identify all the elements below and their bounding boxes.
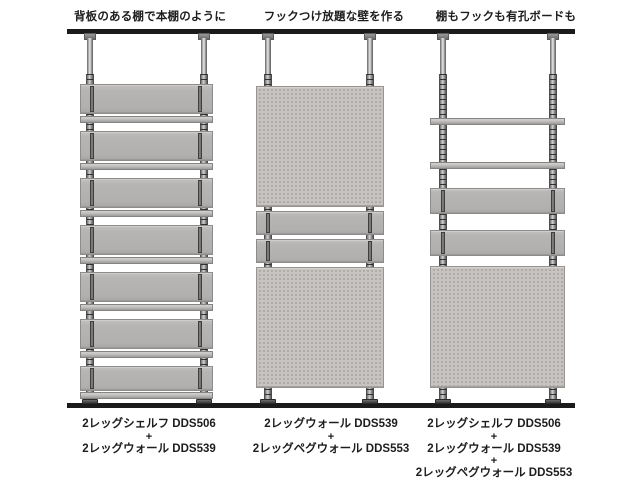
- caption-3-line-1: 2レッグシェルフ DDS506: [427, 418, 561, 430]
- wall-back-panel: [80, 319, 213, 349]
- panel-stub: [198, 180, 202, 206]
- panel-stub: [198, 133, 202, 159]
- panel-stub: [90, 321, 94, 347]
- panel-stub: [441, 190, 445, 212]
- floor-rail: [67, 403, 575, 408]
- ceiling-rail: [67, 29, 575, 34]
- panel-stub: [368, 213, 372, 233]
- wall-back-panel: [256, 239, 384, 263]
- panel-stub: [198, 227, 202, 253]
- perforated-peg-board: [256, 267, 384, 388]
- panel-stub: [90, 86, 94, 112]
- shelf-board: [80, 210, 213, 217]
- panel-stub: [198, 321, 202, 347]
- panel-stub: [368, 241, 372, 261]
- wall-back-panel: [430, 188, 565, 214]
- tension-pole-left-2: [265, 38, 271, 76]
- panel-stub: [90, 274, 94, 300]
- floor-foot-right-2: [362, 399, 378, 404]
- tension-pole-right-2: [367, 38, 373, 76]
- wall-back-panel: [80, 272, 213, 302]
- caption-2-line-1: 2レッグウォール DDS539: [264, 418, 398, 430]
- caption-3-line-2: 2レッグウォール DDS539: [427, 442, 561, 455]
- caption-2-plus-1: +: [327, 430, 335, 443]
- panel-stub: [198, 368, 202, 389]
- column-title-2: フックつけ放題な壁を作る: [263, 11, 405, 23]
- panel-stub: [551, 232, 555, 254]
- panel-stub: [90, 133, 94, 159]
- shelf-board: [80, 304, 213, 311]
- column-title-1: 背板のある棚で本棚のように: [73, 11, 227, 23]
- caption-2-line-2: 2レッグペグウォール DDS553: [252, 442, 410, 455]
- column-title-3: 棚もフックも有孔ボードも: [435, 11, 577, 23]
- tension-pole-left-3: [440, 38, 446, 76]
- tension-pole-left-1: [87, 38, 93, 76]
- caption-3-line-3: 2レッグペグウォール DDS553: [415, 467, 573, 479]
- wall-back-panel: [256, 211, 384, 235]
- shelf-board: [80, 163, 213, 170]
- panel-stub: [198, 86, 202, 112]
- wall-back-panel: [80, 366, 213, 391]
- shelf-board: [430, 162, 565, 169]
- caption-1-line-2: 2レッグウォール DDS539: [82, 442, 216, 455]
- floor-foot-right-1: [196, 399, 212, 404]
- panel-stub: [441, 232, 445, 254]
- floor-foot-left-3: [435, 399, 451, 404]
- wall-back-panel: [80, 84, 213, 114]
- panel-stub: [198, 274, 202, 300]
- perforated-peg-board: [430, 266, 565, 388]
- caption-1-line-1: 2レッグシェルフ DDS506: [82, 418, 216, 430]
- shelf-board: [80, 257, 213, 264]
- caption-3: 2レッグシェルフ DDS506 + 2レッグウォール DDS539 + 2レッグ…: [348, 418, 640, 481]
- module-column-2: [256, 33, 384, 404]
- floor-foot-left-1: [82, 399, 98, 404]
- shelf-board: [430, 118, 565, 125]
- panel-stub: [266, 213, 270, 233]
- panel-stub: [551, 190, 555, 212]
- caption-1: 2レッグシェルフ DDS506 + 2レッグウォール DDS539: [0, 418, 298, 456]
- caption-1-plus-1: +: [145, 430, 153, 443]
- shelf-board: [80, 351, 213, 358]
- floor-foot-right-3: [545, 399, 561, 404]
- caption-2: 2レッグウォール DDS539 + 2レッグペグウォール DDS553: [182, 418, 480, 456]
- panel-stub: [90, 227, 94, 253]
- shelf-board: [80, 116, 213, 123]
- module-column-1: [0, 0, 300, 420]
- module-column-3: [430, 33, 565, 404]
- tension-pole-right-1: [201, 38, 207, 76]
- wall-back-panel: [430, 230, 565, 256]
- shelf-board: [80, 392, 213, 399]
- perforated-peg-board: [256, 86, 384, 207]
- tension-pole-right-3: [550, 38, 556, 76]
- panel-stub: [90, 368, 94, 389]
- wall-back-panel: [80, 178, 213, 208]
- panel-stub: [266, 241, 270, 261]
- wall-back-panel: [80, 131, 213, 161]
- caption-3-plus-1: +: [490, 430, 498, 443]
- panel-stub: [90, 180, 94, 206]
- caption-3-plus-2: +: [490, 455, 498, 467]
- wall-back-panel: [80, 225, 213, 255]
- floor-foot-left-2: [260, 399, 276, 404]
